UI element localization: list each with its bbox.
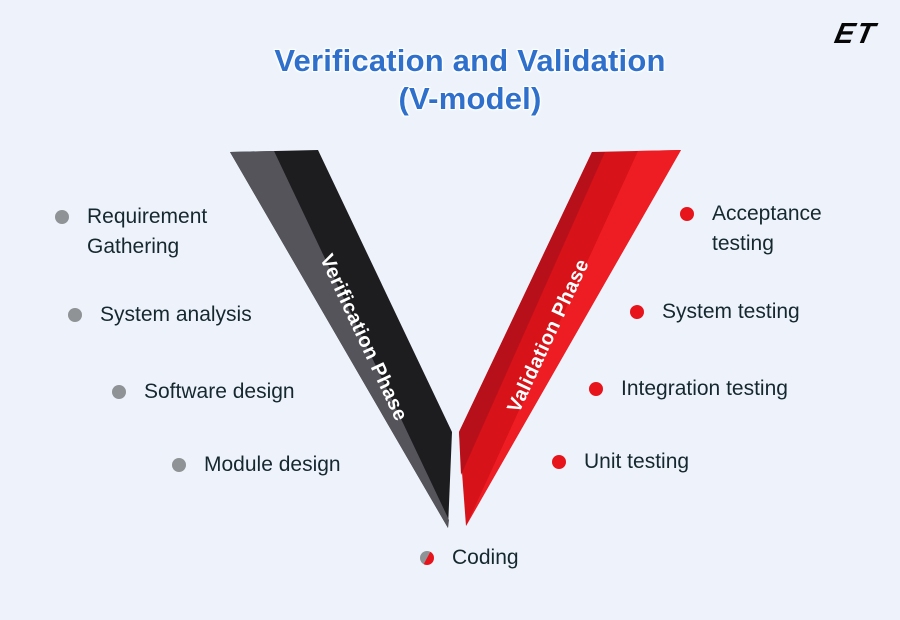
list-item-unit-testing: Unit testing [552,447,689,477]
validation-arm-facet [466,150,681,526]
list-item-label: Coding [452,546,519,569]
list-item-software-design: Software design [112,377,295,407]
list-item-label: Integration testing [621,377,788,400]
list-item-label: System testing [662,300,800,323]
list-item-integration-testing: Integration testing [589,374,788,404]
list-item-label: Requirement Gathering [87,205,208,258]
list-item-system-analysis: System analysis [68,300,252,330]
list-item-label: Unit testing [584,450,690,473]
page-title: Verification and Validation (V-model) [274,43,666,116]
gray-dot-icon [112,385,126,399]
red-dot-icon [589,382,603,396]
list-item-label: Acceptance testing [712,202,822,255]
validation-arm-shade [459,152,605,475]
list-item-system-testing: System testing [630,297,800,327]
gray-dot-icon [55,210,69,224]
red-dot-icon [552,455,566,469]
list-item-label: System analysis [100,303,252,326]
list-item-coding: Coding [420,543,519,573]
list-item-label: Software design [144,380,295,403]
split-gray-red-dot-icon [420,551,434,565]
list-item-module-design: Module design [172,450,341,480]
gray-dot-icon [68,308,82,322]
gray-dot-icon [172,458,186,472]
verification-arm-facet [230,151,449,528]
red-dot-icon [630,305,644,319]
list-item-label: Module design [204,453,341,476]
list-item-requirement-gathering: Requirement Gathering [55,202,207,262]
red-dot-icon [680,207,694,221]
list-item-acceptance-testing: Acceptance testing [680,199,822,259]
